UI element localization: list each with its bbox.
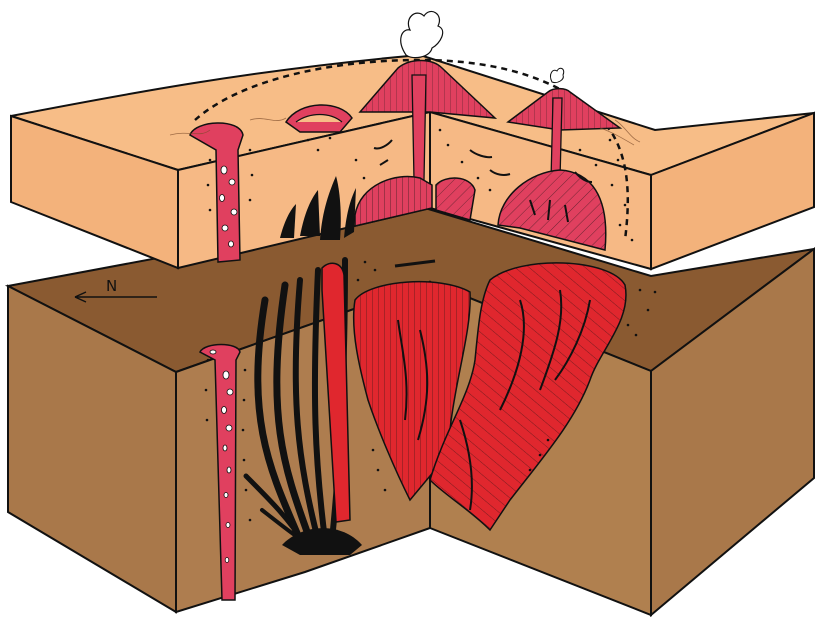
north-label: N xyxy=(106,277,117,295)
small-plume-icon xyxy=(551,68,564,82)
central-conduit xyxy=(412,75,426,180)
eruption-plume-icon xyxy=(401,11,443,57)
right-conduit xyxy=(551,98,562,180)
